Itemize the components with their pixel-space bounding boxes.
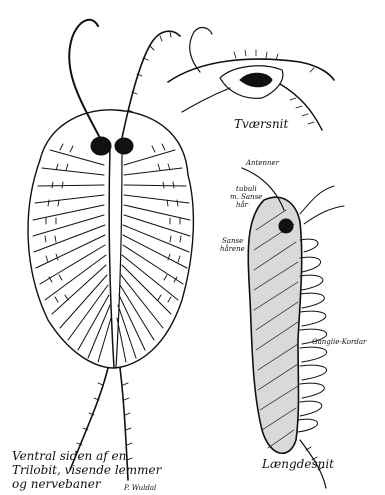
label-tubules-1: tubuli [236, 185, 257, 193]
body-axis [109, 148, 114, 368]
label-cross-section: Tværsnit [234, 117, 289, 131]
longitudinal-top-bristles [300, 186, 344, 224]
caption: Ventral siden af en Trilobit, visende le… [12, 449, 163, 492]
leg-bristles [45, 144, 181, 302]
antenna-bristles [128, 32, 171, 112]
caption-line-2: Trilobit, visende lemmer [12, 463, 163, 477]
body-outline [28, 160, 193, 368]
label-ganglion-cords: Ganglie-Kordar [312, 338, 367, 346]
longitudinal-eye [279, 219, 293, 233]
cross-section-left-limb [182, 88, 230, 112]
cross-section-view [168, 28, 334, 130]
caption-line-3: og nervebaner [12, 477, 102, 491]
left-antenna [69, 20, 100, 138]
label-longitudinal-section: Længdesnit [261, 457, 334, 471]
label-sense-hairs-1: Sanse [222, 237, 243, 245]
legs-left [33, 150, 111, 362]
trilobite-ventral-view [28, 20, 193, 480]
longitudinal-section-view [242, 168, 344, 488]
label-sense-hairs-2: hårene [220, 244, 245, 253]
caption-line-1: Ventral siden af en [12, 449, 126, 463]
label-tubules-2: m. Sanse [230, 193, 262, 201]
left-eye [91, 137, 111, 155]
head-shield [40, 110, 188, 175]
label-antennae: Antenner [245, 159, 280, 167]
body-axis-right [116, 150, 122, 368]
right-eye [115, 138, 133, 154]
legs-right [117, 150, 190, 362]
cross-section-core [240, 73, 272, 87]
label-tubules-3: hår [236, 200, 249, 209]
artist-signature: P. Wuldal [123, 484, 156, 492]
